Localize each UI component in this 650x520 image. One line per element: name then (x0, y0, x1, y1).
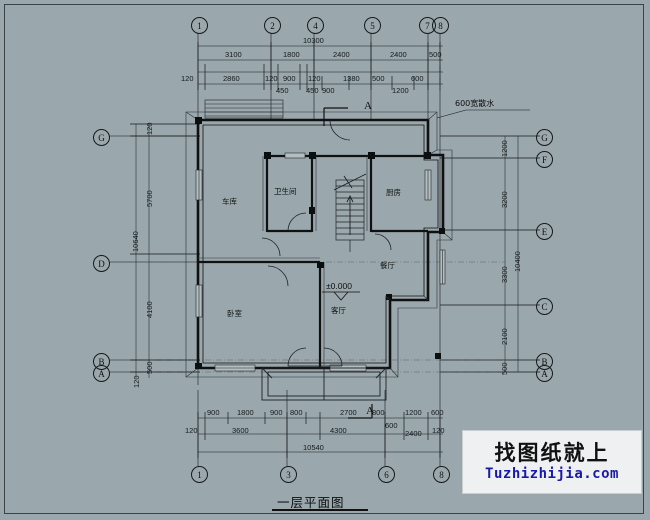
grid-bubble-top-2: 2 (264, 17, 281, 34)
title-underline (272, 509, 368, 511)
dim-right-3200: 3200 (500, 191, 509, 208)
section-mark-top-a: A (364, 100, 372, 112)
room-label-living: 客厅 (331, 306, 346, 315)
dim-bot-r2-2: 4300 (330, 426, 347, 435)
dim-top-r3-6: 500 (372, 74, 385, 83)
grid-bubble-top-5: 5 (364, 17, 381, 34)
grid-label: F (541, 154, 547, 165)
drawing-title: 一层平面图 (277, 495, 345, 510)
dim-top-r3-2: 120 (265, 74, 278, 83)
watermark: 找图纸就上 Tuzhizhijia.com (462, 430, 642, 494)
dim-top-r3-5: 1380 (343, 74, 360, 83)
grid-bubble-left-G: G (93, 129, 110, 146)
dim-bot-r1-6: 1200 (405, 408, 422, 417)
grid-bubble-right-E: E (536, 223, 553, 240)
dim-top-r4-0: 450 (276, 86, 289, 95)
dim-bot-r1-1: 1800 (237, 408, 254, 417)
room-label-kitchen: 厨房 (386, 188, 401, 197)
grid-bubble-top-1: 1 (191, 17, 208, 34)
grid-label: D (98, 258, 105, 269)
grid-label: 7 (425, 20, 430, 31)
grid-label: 1 (197, 20, 202, 31)
dim-left-overall: 10640 (131, 231, 140, 252)
grid-label: B (541, 356, 548, 367)
grid-label: A (541, 368, 548, 379)
dim-left-500-bot: 500 (145, 361, 154, 374)
dim-bot-overall: 10540 (303, 443, 324, 452)
grid-bubble-left-A: A (93, 365, 110, 382)
dim-top-r3-3: 900 (283, 74, 296, 83)
dim-top-r2-1: 1800 (283, 50, 300, 59)
dim-right-500: 500 (500, 362, 509, 375)
dim-left-4100: 4100 (145, 301, 154, 318)
dim-right-3300: 3300 (500, 266, 509, 283)
grid-bubble-top-8: 8 (432, 17, 449, 34)
grid-bubble-bottom-6: 6 (378, 466, 395, 483)
grid-label: 8 (439, 469, 444, 480)
dim-bot-r2-3: 600 (385, 421, 398, 430)
grid-bubble-right-A: A (536, 365, 553, 382)
grid-bubble-right-G: G (536, 129, 553, 146)
dim-top-r4-2: 900 (322, 86, 335, 95)
grid-label: B (98, 356, 105, 367)
dim-top-overall: 10300 (303, 36, 324, 45)
grid-bubble-right-C: C (536, 298, 553, 315)
grid-label: C (541, 301, 548, 312)
room-label-garage: 车库 (222, 197, 237, 206)
grid-label: 1 (197, 469, 202, 480)
dim-top-r3-0: 120 (181, 74, 194, 83)
grid-label: 3 (286, 469, 291, 480)
grid-label: 4 (313, 20, 318, 31)
grid-bubble-bottom-1: 1 (191, 466, 208, 483)
apron-note: 600宽散水 (455, 99, 495, 108)
grid-label: G (541, 132, 548, 143)
dim-bot-r1-2: 900 (270, 408, 283, 417)
grid-label: 8 (438, 20, 443, 31)
dim-right-1200: 1200 (500, 140, 509, 157)
dim-left-120-bot: 120 (132, 375, 141, 388)
grid-label: 6 (384, 469, 389, 480)
grid-label: 2 (270, 20, 275, 31)
dim-left-120-top: 120 (145, 122, 154, 135)
watermark-cn-text: 找图纸就上 (494, 441, 610, 465)
drawing-border (4, 4, 644, 514)
dim-top-r2-0: 3100 (225, 50, 242, 59)
dim-left-5700: 5700 (145, 190, 154, 207)
grid-label: G (98, 132, 105, 143)
grid-bubble-left-D: D (93, 255, 110, 272)
dim-top-r4-3: 1200 (392, 86, 409, 95)
dim-bot-r2-0: 120 (185, 426, 198, 435)
dim-top-r2-4: 500 (429, 50, 442, 59)
dim-top-r3-4: 120 (308, 74, 321, 83)
room-label-bedroom: 卧室 (227, 309, 242, 318)
grid-label: E (541, 226, 548, 237)
room-label-bathroom: 卫生间 (274, 187, 297, 196)
grid-label: 5 (370, 20, 375, 31)
grid-label: A (98, 368, 105, 379)
dim-bot-r2-4: 2400 (405, 429, 422, 438)
room-label-dining: 餐厅 (380, 261, 395, 270)
dim-top-r2-3: 2400 (390, 50, 407, 59)
dim-top-r2-2: 2400 (333, 50, 350, 59)
dim-top-r3-1: 2860 (223, 74, 240, 83)
watermark-url-text: Tuzhizhijia.com (485, 466, 619, 482)
dim-right-overall: 10400 (513, 251, 522, 272)
elevation-marker: ±0.000 (326, 281, 352, 291)
dim-top-r3-7: 600 (411, 74, 424, 83)
dim-bot-r1-7: 600 (431, 408, 444, 417)
dim-bot-r1-4: 2700 (340, 408, 357, 417)
grid-bubble-bottom-8: 8 (433, 466, 450, 483)
dim-bot-r1-0: 900 (207, 408, 220, 417)
dim-bot-r1-3: 800 (290, 408, 303, 417)
dim-right-2100: 2100 (500, 328, 509, 345)
section-mark-bottom-a: A (366, 405, 374, 417)
dim-top-r4-1: 450 (306, 86, 319, 95)
dim-bot-r2-5: 120 (432, 426, 445, 435)
grid-bubble-right-F: F (536, 151, 553, 168)
dim-bot-r1-5: 800 (372, 408, 385, 417)
grid-bubble-bottom-3: 3 (280, 466, 297, 483)
grid-bubble-top-4: 4 (307, 17, 324, 34)
dim-bot-r2-1: 3600 (232, 426, 249, 435)
